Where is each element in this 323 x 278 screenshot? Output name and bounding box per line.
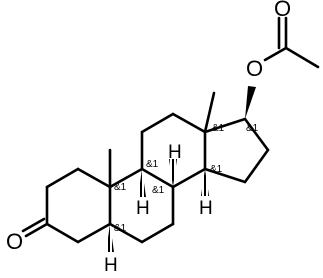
bond-c3-c4 (45, 222, 80, 244)
hydrogens: H H H H (104, 142, 213, 276)
bond-c6-c5 (108, 222, 144, 244)
bond-acyl-c-methyl (284, 46, 320, 69)
h-c8-label: H (168, 142, 182, 163)
stereo-label-c10: &1 (114, 182, 127, 193)
bond-c4-c5 (76, 222, 112, 244)
bond-c15-c14 (203, 167, 247, 184)
h-c5-label: H (104, 255, 118, 276)
ketone-group: O (6, 217, 49, 254)
acetate-group: O O (245, 0, 320, 119)
stereo-label-c9: &1 (146, 159, 159, 170)
methyl-groups (108, 91, 216, 189)
hash-c9-h (138, 169, 146, 197)
bond-c14-c8 (171, 167, 207, 189)
stereo-labels: &1 &1 &1 &1 &1 &1 &1 (114, 123, 259, 234)
ring-b (108, 167, 175, 244)
hash-c8-h (169, 159, 177, 187)
bond-c10-c9 (108, 167, 144, 189)
ring-a (45, 167, 112, 244)
h-c14-label: H (199, 198, 213, 219)
bond-c10-c1 (76, 167, 112, 189)
wedge-c17-o (245, 86, 256, 119)
ring-c (140, 112, 207, 189)
h-c9-label: H (136, 198, 150, 219)
bond-c13-methyl (203, 91, 216, 134)
bond-c12-c13 (171, 112, 207, 134)
bond-c16-c15 (243, 148, 270, 184)
bond-c3-o-double-1 (24, 222, 49, 238)
carbonyl-oxygen-label: O (274, 0, 291, 21)
keto-oxygen-label: O (6, 229, 23, 254)
ester-oxygen-label: O (246, 56, 263, 81)
bond-c3-o-double-2 (21, 217, 46, 233)
bond-o-acyl-carbon (263, 46, 288, 62)
bond-c9-c8 (140, 167, 175, 189)
stereo-label-c13: &1 (212, 123, 225, 134)
hash-c14-h (201, 169, 209, 196)
ring-d (203, 117, 270, 184)
hash-c5-h (106, 224, 114, 252)
bond-c13-c17 (203, 117, 247, 134)
bond-c7-c6 (140, 222, 175, 244)
bond-c11-c12 (140, 112, 175, 134)
bond-c1-c2 (45, 167, 80, 189)
stereo-label-c5: &1 (114, 223, 127, 234)
bond-c17-c16 (243, 117, 270, 152)
stereo-label-c17: &1 (246, 123, 259, 134)
stereo-label-c8: &1 (152, 185, 165, 196)
stereo-label-c14: &1 (210, 164, 223, 175)
